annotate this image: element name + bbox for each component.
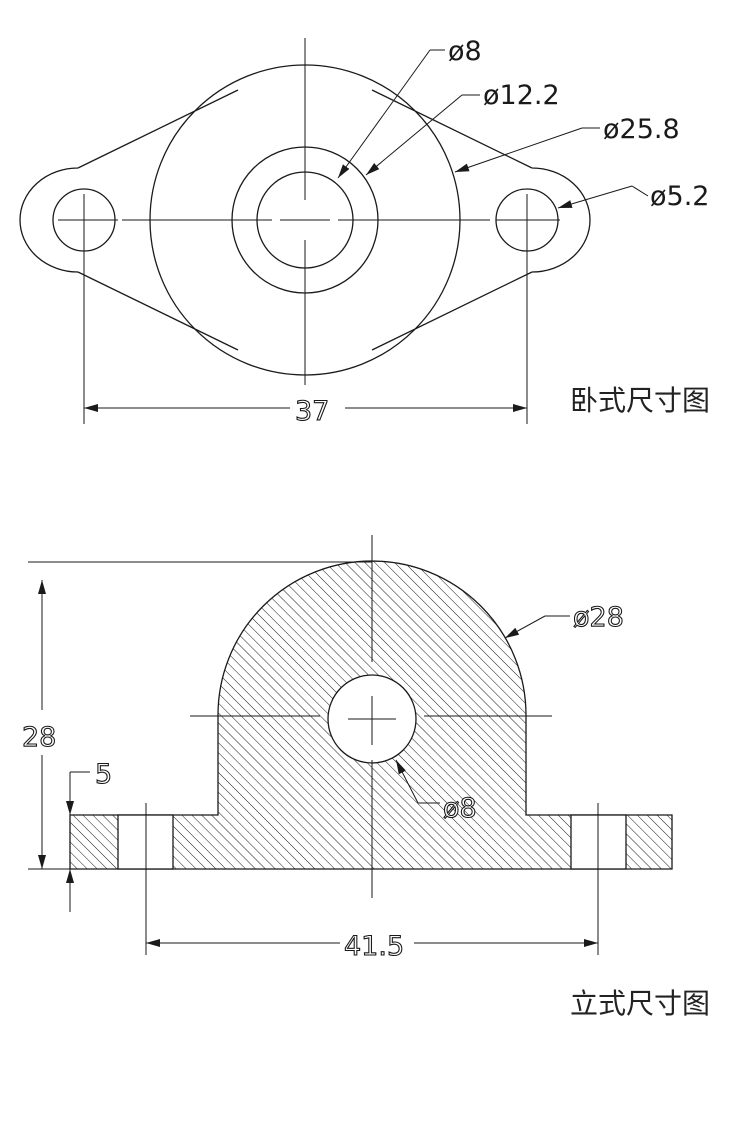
top-leaders (337, 49, 649, 209)
dim-boss-label: ø12.2 (483, 80, 560, 111)
front-center-lines (145, 535, 599, 955)
dim-bore-label: ø8 (448, 36, 482, 67)
top-view: ø8 ø12.2 ø25.8 ø5.2 37 卧式尺寸图 (19, 36, 710, 428)
dim-front-bore-label: ø8 (443, 793, 477, 824)
dim-front-hole-spacing-label: 41.5 (344, 931, 404, 962)
front-view-caption: 立式尺寸图 (570, 987, 710, 1020)
dim-base-thickness-label: 5 (95, 759, 112, 790)
dim-hole-spacing-label: 37 (295, 396, 329, 427)
top-view-caption: 卧式尺寸图 (570, 384, 710, 417)
dim-flange-circle-label: ø25.8 (603, 114, 680, 145)
dim-top-radius-label: ø28 (573, 602, 624, 633)
front-view: 28 5 ø28 ø8 41.5 立式尺寸图 (21, 535, 710, 1020)
dim-mount-hole-label: ø5.2 (650, 181, 709, 212)
dim-height-label: 28 (22, 722, 56, 753)
flange-outline (19, 89, 591, 351)
top-center-lines (58, 38, 560, 424)
